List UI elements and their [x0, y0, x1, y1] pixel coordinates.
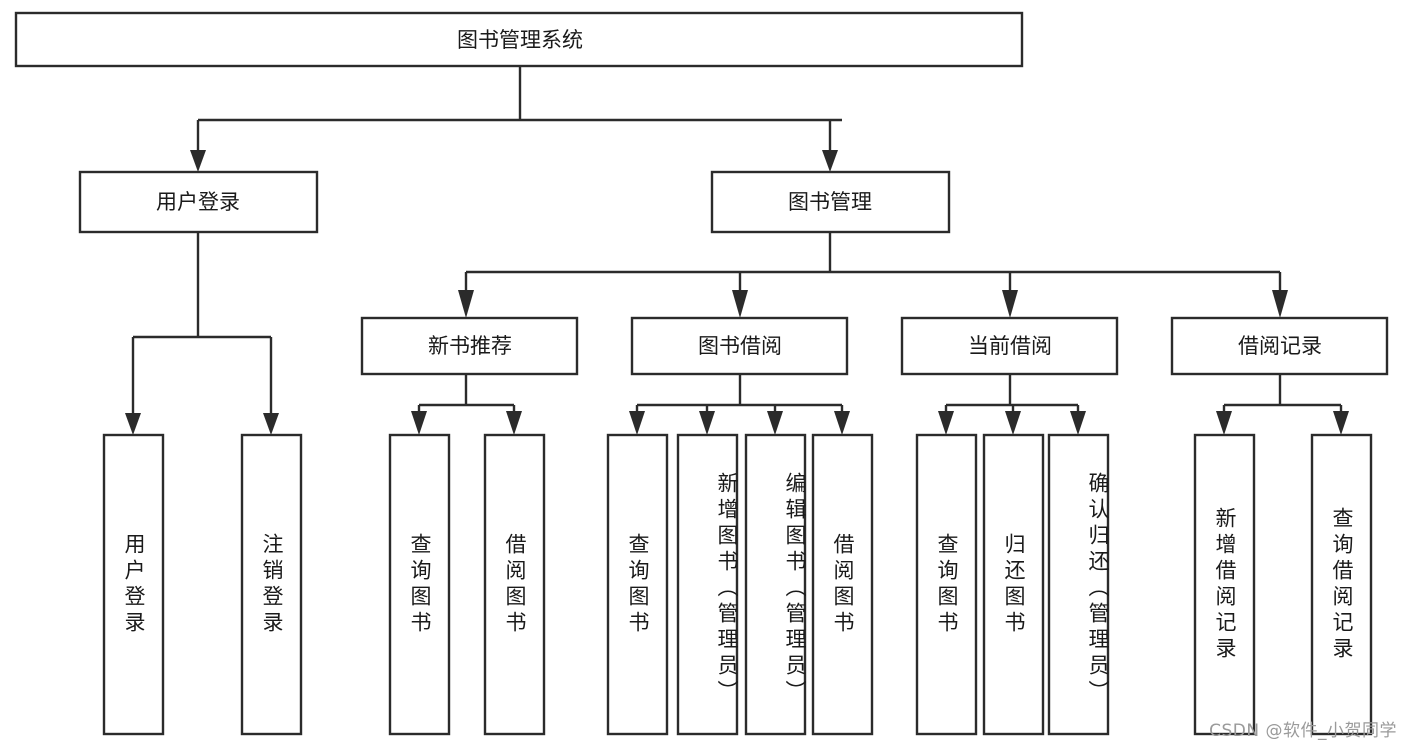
node-user-login-label: 用户登录	[156, 190, 240, 214]
leaf-box-borrow-book-rec[interactable]	[483, 433, 546, 736]
node-current-borrowing-box	[900, 316, 1119, 376]
connector-borrow-record-to-leaves	[1216, 374, 1349, 435]
connector-book-mgmt-to-level3	[458, 232, 1288, 318]
arrow-head-current-borrow-1	[938, 411, 954, 435]
node-book-management-box	[710, 170, 951, 234]
leaf-box-query-book-rec[interactable]	[388, 433, 451, 736]
leaf-box-query-book-borrow[interactable]	[606, 433, 669, 736]
arrow-head-book-mgmt-4	[1272, 290, 1288, 318]
node-book-borrowing[interactable]: 图书借阅	[630, 316, 849, 376]
node-current-borrowing[interactable]: 当前借阅	[900, 316, 1119, 376]
arrow-head-borrow-record-1	[1216, 411, 1232, 435]
arrow-head-current-borrow-3	[1070, 411, 1086, 435]
node-new-book-recommendation[interactable]: 新书推荐	[360, 316, 579, 376]
arrow-head-root-1	[190, 150, 206, 172]
arrow-head-current-borrow-2	[1005, 411, 1021, 435]
node-current-borrowing-label: 当前借阅	[968, 334, 1052, 358]
arrow-head-book-borrow-1	[629, 411, 645, 435]
leaf-box-user-login[interactable]	[102, 433, 165, 736]
node-borrowing-record-box	[1170, 316, 1389, 376]
leaf-box-confirm-return-admin[interactable]	[1047, 433, 1110, 736]
leaf-box-edit-book-admin[interactable]	[744, 433, 807, 736]
csdn-watermark: CSDN @软件_小贺同学	[1209, 721, 1397, 741]
arrow-head-book-mgmt-2	[732, 290, 748, 318]
arrow-head-book-mgmt-1	[458, 290, 474, 318]
connector-new-book-rec-to-leaves	[411, 374, 522, 435]
node-borrowing-record-label: 借阅记录	[1238, 334, 1322, 358]
node-book-management[interactable]: 图书管理	[710, 170, 951, 234]
arrow-head-borrow-record-2	[1333, 411, 1349, 435]
arrow-head-user-login-1	[125, 413, 141, 435]
leaf-box-query-book-current[interactable]	[915, 433, 978, 736]
node-root-box	[14, 11, 1024, 68]
arrow-head-new-book-rec-1	[411, 411, 427, 435]
arrow-head-book-borrow-2	[699, 411, 715, 435]
node-user-login-box	[78, 170, 319, 234]
node-root-label: 图书管理系统	[457, 28, 583, 52]
leaf-box-return-book[interactable]	[982, 433, 1045, 736]
arrow-head-book-borrow-3	[767, 411, 783, 435]
arrow-head-root-2	[822, 150, 838, 172]
node-user-login[interactable]: 用户登录	[78, 170, 319, 234]
leaf-node-boxes	[102, 433, 1373, 736]
node-book-management-label: 图书管理	[788, 190, 872, 214]
arrow-head-book-borrow-4	[834, 411, 850, 435]
leaf-box-query-borrow-record[interactable]	[1310, 433, 1373, 736]
arrow-head-new-book-rec-2	[506, 411, 522, 435]
connector-current-borrow-to-leaves	[938, 374, 1086, 435]
connector-user-login-to-leaves	[125, 232, 279, 435]
leaf-box-add-book-admin[interactable]	[676, 433, 739, 736]
node-book-borrowing-label: 图书借阅	[698, 334, 782, 358]
leaf-box-borrow-book[interactable]	[811, 433, 874, 736]
node-borrowing-record[interactable]: 借阅记录	[1170, 316, 1389, 376]
arrow-head-user-login-2	[263, 413, 279, 435]
node-new-book-recommendation-box	[360, 316, 579, 376]
connector-root-to-level2	[190, 66, 842, 172]
node-new-book-recommendation-label: 新书推荐	[428, 334, 512, 358]
arrow-head-book-mgmt-3	[1002, 290, 1018, 318]
leaf-box-logout[interactable]	[240, 433, 303, 736]
leaf-box-add-borrow-record[interactable]	[1193, 433, 1256, 736]
connector-book-borrow-to-leaves	[629, 374, 850, 435]
node-root-book-management-system[interactable]: 图书管理系统	[14, 11, 1024, 68]
node-book-borrowing-box	[630, 316, 849, 376]
